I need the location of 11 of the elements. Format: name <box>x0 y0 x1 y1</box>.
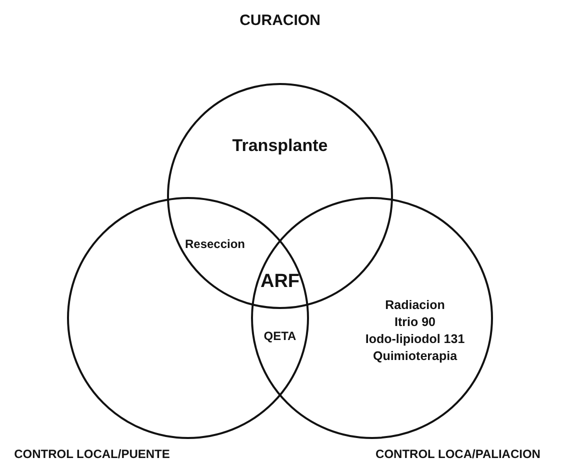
overlap-label: Reseccion <box>184 238 246 252</box>
heading-label: CURACION <box>240 12 320 30</box>
overlap-label: ARF <box>260 271 300 293</box>
list-item: Itrio 90 <box>394 315 436 330</box>
axis-label: CONTROL LOCA/PALIACION <box>376 448 540 462</box>
region-label: Transplante <box>232 136 328 156</box>
overlap-label: QETA <box>264 330 296 344</box>
list-item: Radiacion <box>385 298 445 312</box>
axis-label: CONTROL LOCAL/PUENTE <box>14 448 170 462</box>
list-item: Iodo-lipiodol 131 <box>365 332 465 346</box>
list-item: Quimioterapia <box>372 349 458 364</box>
